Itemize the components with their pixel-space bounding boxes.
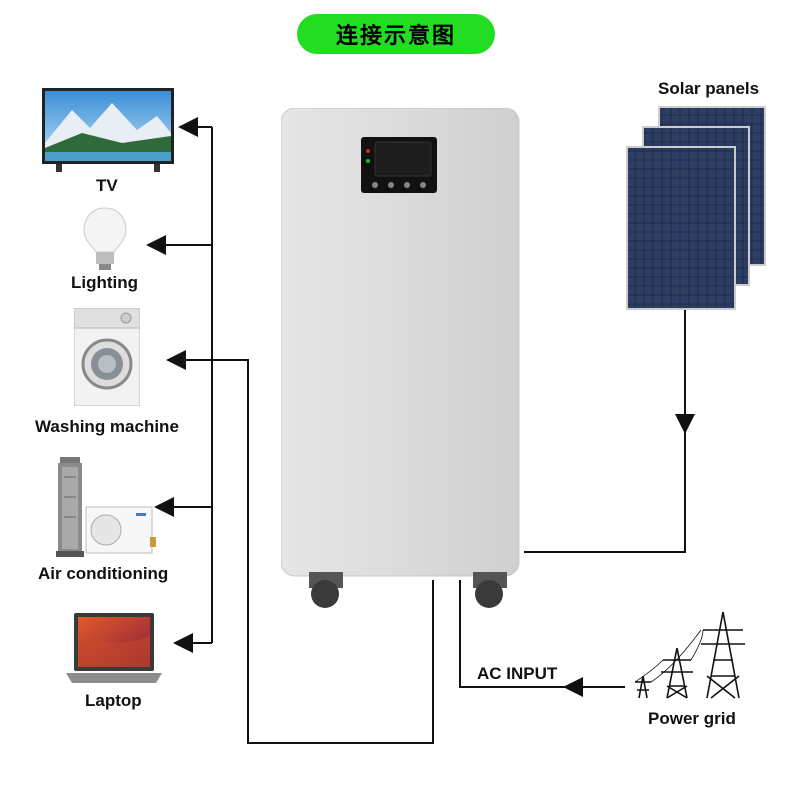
tv-icon	[42, 88, 174, 174]
arrow-washing-machine	[166, 350, 434, 744]
power-tower-icon	[633, 610, 751, 700]
energy-storage-unit	[280, 107, 521, 608]
diagram-title: 连接示意图	[297, 14, 495, 54]
air-conditioner-icon	[56, 457, 156, 559]
washing-machine-label: Washing machine	[35, 417, 179, 436]
power-grid-label: Power grid	[648, 709, 736, 728]
laptop-label: Laptop	[85, 691, 142, 710]
air-conditioning-label: Air conditioning	[38, 564, 169, 583]
ac-input-label: AC INPUT	[477, 664, 558, 683]
washing-machine-icon	[73, 307, 141, 407]
light-bulb-icon	[82, 206, 128, 272]
display-screen-icon	[361, 137, 437, 193]
laptop-icon	[66, 613, 162, 685]
tv-label: TV	[96, 176, 118, 195]
solar-panel-icon	[626, 106, 768, 312]
solar-panels-label: Solar panels	[658, 79, 760, 98]
lighting-label: Lighting	[71, 273, 139, 292]
